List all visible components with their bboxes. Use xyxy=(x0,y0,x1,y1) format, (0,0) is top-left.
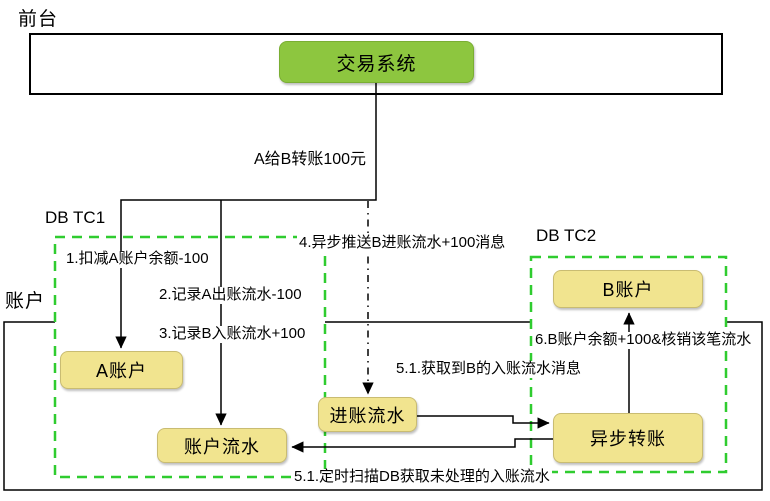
step-5-message-label: 5.1.获取到B的入账流水消息 xyxy=(394,360,584,378)
account-container-label: 账户 xyxy=(5,291,46,312)
transfer-amount-label: A给B转账100元 xyxy=(252,145,369,169)
step-4-label: 4.异步推送B进账流水+100消息 xyxy=(297,234,508,252)
step-6-label: 6.B账户余额+100&核销该笔流水 xyxy=(533,331,754,349)
async-transfer-box: 异步转账 xyxy=(553,413,703,463)
account-flow-box: 账户流水 xyxy=(157,428,287,463)
db-tc2-label: DB TC2 xyxy=(536,226,597,245)
step-2-label: 2.记录A出账流水-100 xyxy=(157,286,304,304)
arrow-flow-message xyxy=(417,415,550,429)
trading-system-box: 交易系统 xyxy=(279,41,474,83)
frontend-label: 前台 xyxy=(18,9,59,30)
step-5-scan-label: 5.1.定时扫描DB获取未处理的入账流水 xyxy=(292,468,552,486)
db-tc1-label: DB TC1 xyxy=(45,208,106,227)
arrow-db-scan xyxy=(291,438,553,453)
account-b-box: B账户 xyxy=(553,270,703,308)
step-3-label: 3.记录B入账流水+100 xyxy=(157,325,308,343)
incoming-flow-box: 进账流水 xyxy=(318,397,417,432)
step-1-label: 1.扣减A账户余额-100 xyxy=(64,250,211,268)
account-a-box: A账户 xyxy=(60,351,183,389)
arrow-debit-a-account xyxy=(115,83,377,349)
